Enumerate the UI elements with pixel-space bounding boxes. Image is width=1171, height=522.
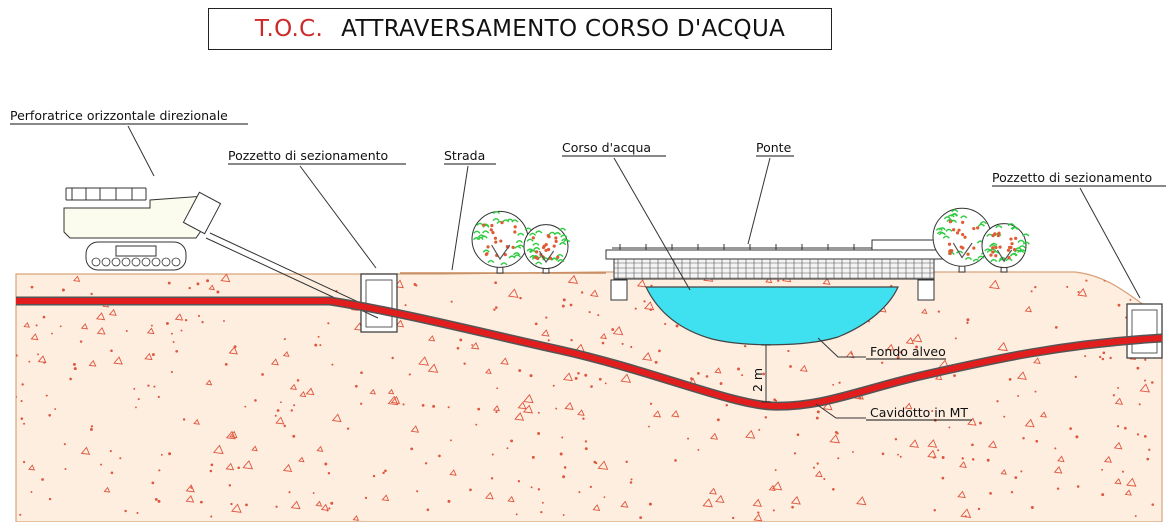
label-road: Strada — [444, 148, 485, 163]
trees — [471, 207, 1030, 274]
bridge-abutment-right — [917, 279, 935, 301]
bridge — [605, 239, 943, 280]
drill-rig — [63, 187, 222, 271]
diagram-title: T.O.C. ATTRAVERSAMENTO CORSO D'ACQUA — [208, 8, 832, 50]
label-riverbed: Fondo alveo — [870, 344, 946, 359]
soil-body — [15, 271, 1163, 522]
leader-lines — [127, 125, 1141, 419]
label-pit-left: Pozzetto di sezionamento — [228, 148, 388, 163]
cable-duct — [16, 296, 1163, 411]
label-drill-rig: Perforatrice orizzontale direzionale — [10, 108, 228, 123]
soil-texture — [16, 272, 1162, 522]
bridge-abutment-left — [610, 279, 628, 301]
label-watercourse: Corso d'acqua — [562, 140, 651, 155]
water-body — [645, 286, 899, 346]
label-cable-duct: Cavidotto in MT — [870, 405, 968, 420]
title-text: ATTRAVERSAMENTO CORSO D'ACQUA — [341, 16, 786, 42]
label-pit-right: Pozzetto di sezionamento — [992, 170, 1152, 185]
title-prefix: T.O.C. — [254, 16, 324, 42]
junction-pit-right — [1126, 303, 1163, 359]
label-bridge: Ponte — [756, 140, 792, 155]
depth-label: 2 m — [750, 368, 765, 392]
depth-dimension: 2 m — [750, 344, 771, 403]
